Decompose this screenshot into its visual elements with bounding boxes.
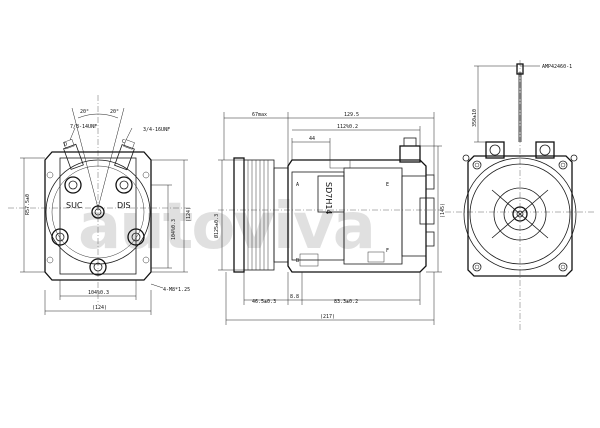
letter-b: B xyxy=(296,258,299,264)
angle-right-label: 20° xyxy=(110,109,119,115)
bolt-hole xyxy=(89,258,107,276)
dim-top-left: 67max xyxy=(252,112,267,118)
dim-mid: 112%0.2 xyxy=(337,124,358,130)
letter-e: E xyxy=(386,182,389,188)
suc-label: SUC xyxy=(66,201,83,210)
fitting-right-label: 3/4-16UNF xyxy=(143,127,170,133)
bolt-hole xyxy=(115,176,133,194)
dim-overall: (217) xyxy=(320,314,335,320)
electrical-lead xyxy=(516,63,540,142)
dim-width-outer: (124) xyxy=(92,305,107,311)
side-view: SD7H14 A B E F 67max 129.5 112%0.2 44 Ø1… xyxy=(213,112,446,325)
dim-bottom-right: 83.3±0.2 xyxy=(334,299,358,305)
angle-left-label: 20° xyxy=(80,109,89,115)
dim-width-inner: 104%0.3 xyxy=(88,290,109,296)
watermark-text: autoviva xyxy=(78,190,374,264)
dim-hole-label: 4-M8*1.25 xyxy=(163,287,190,293)
rear-discharge-port xyxy=(535,141,555,159)
front-view: 20° 20° 7/8-14UNF 3/4-16UNF D C SUC DIS … xyxy=(8,95,192,315)
bolt-hole xyxy=(64,176,82,194)
dim-vertical-label: 350±10 xyxy=(472,109,478,127)
dis-label: DIS xyxy=(117,201,131,210)
rear-view: AMP42460-1 350±10 xyxy=(445,60,596,330)
connector-label: AMP42460-1 xyxy=(542,64,572,70)
bolt-hole xyxy=(127,228,145,246)
model-text: SD7H14 xyxy=(324,182,333,215)
dim-height-mid: 104%0.3 xyxy=(171,219,177,240)
dim-height-left: R57.5±0 xyxy=(25,194,31,215)
bolt-hole xyxy=(91,205,105,219)
dim-bottom-mid: 8.8 xyxy=(290,294,299,300)
letter-f: F xyxy=(386,248,389,254)
dim-top-right: 129.5 xyxy=(344,112,359,118)
discharge-fitting xyxy=(114,139,135,171)
letter-a: A xyxy=(296,182,299,188)
fitting-left-label: 7/8-14UNF xyxy=(70,124,97,130)
dim-pulley-dia: Ø125±0.3 xyxy=(213,214,220,238)
dim-bottom-left: 46.5±0.3 xyxy=(252,299,276,305)
dim-small: 44 xyxy=(309,136,315,142)
port-c-label: C xyxy=(122,139,125,145)
rear-suction-port xyxy=(485,141,505,159)
dim-right-height: (145) xyxy=(440,203,446,218)
suction-fitting xyxy=(63,138,84,170)
compressor-body xyxy=(287,137,435,273)
dim-height-right: (124) xyxy=(186,207,192,222)
port-d-label: D xyxy=(64,142,67,148)
bolt-hole xyxy=(51,228,69,246)
